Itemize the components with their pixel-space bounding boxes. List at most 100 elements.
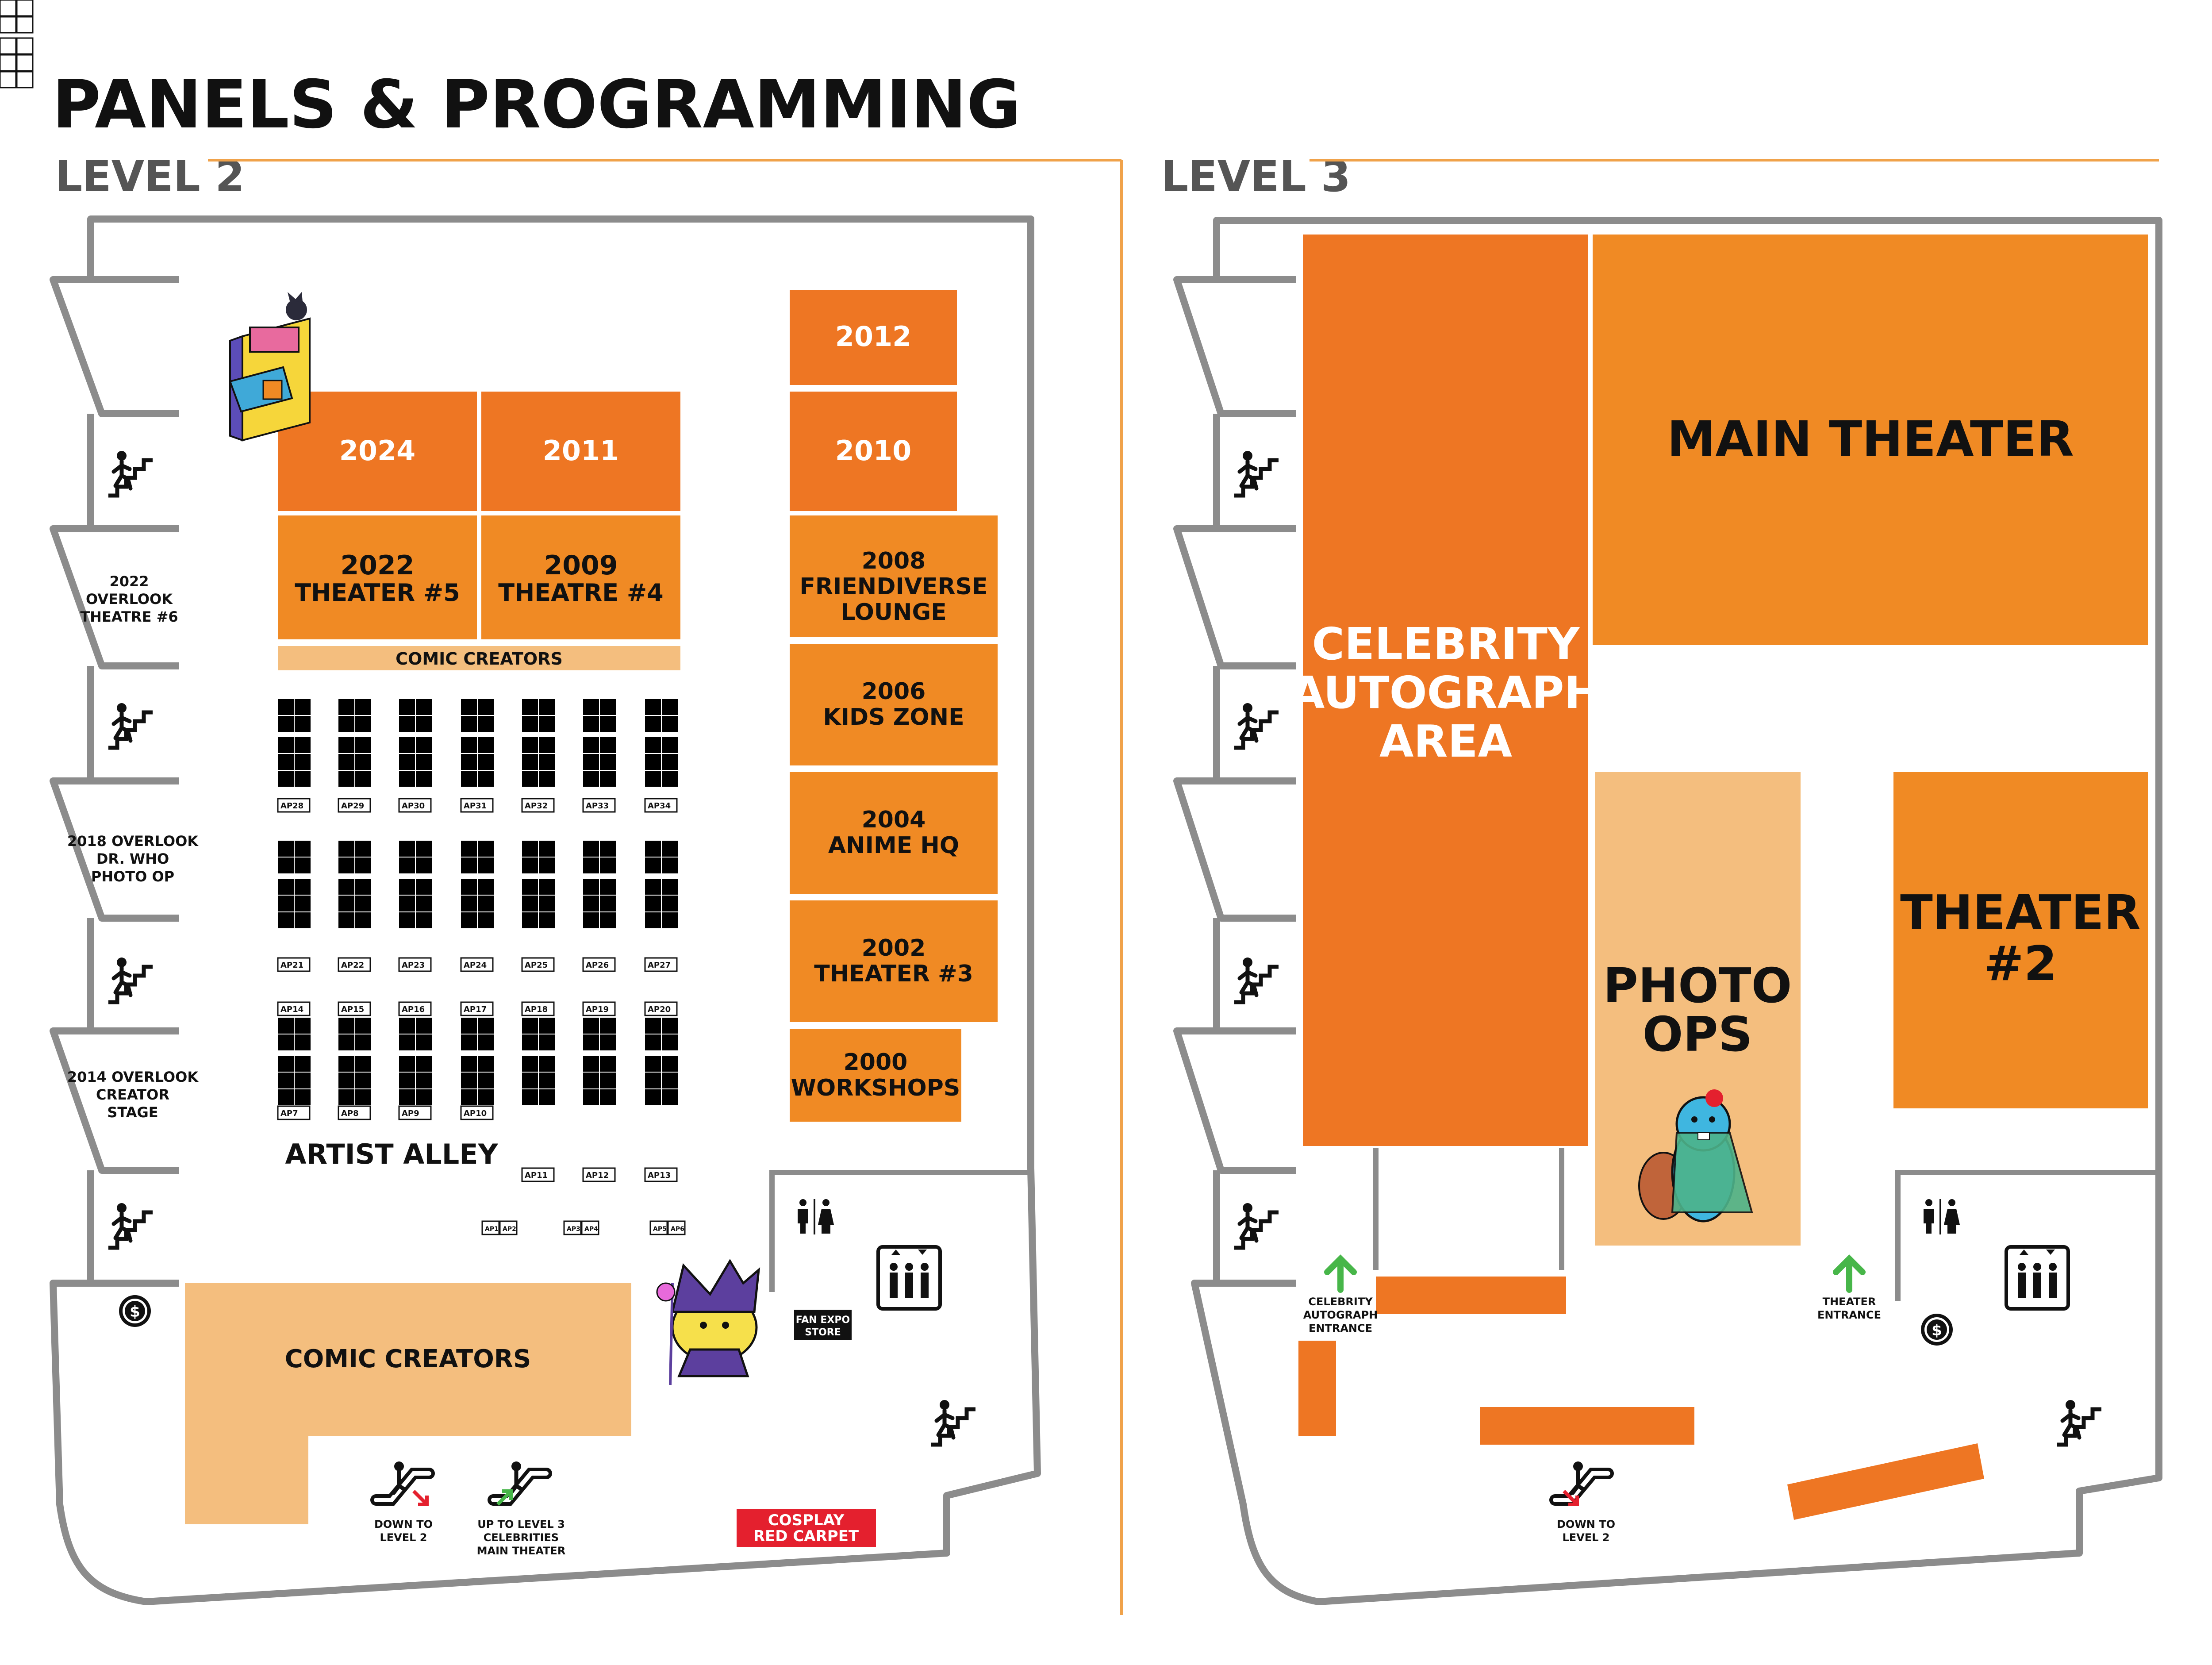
- room-2024[interactable]: 2024: [278, 392, 477, 511]
- artist-booth-ap24[interactable]: AP24: [460, 957, 494, 972]
- escalator-up-l2[interactable]: UP TO LEVEL 3 CELEBRITIES MAIN THEATER: [477, 1461, 566, 1557]
- fan-expo-store[interactable]: FAN EXPO STORE: [794, 1310, 852, 1340]
- queue-barrier: [1376, 1277, 1566, 1314]
- room-2009-theatre-4[interactable]: 2009 THEATRE #4: [481, 515, 680, 639]
- svg-text:ANIME HQ: ANIME HQ: [828, 832, 959, 859]
- queue-barrier: [1787, 1443, 1984, 1520]
- svg-text:LEVEL 2: LEVEL 2: [380, 1531, 427, 1544]
- artist-booth-ap6[interactable]: AP6: [667, 1220, 686, 1235]
- svg-text:2022: 2022: [341, 550, 415, 581]
- artist-booth-ap15[interactable]: AP15: [338, 1001, 371, 1016]
- artist-booth-ap18[interactable]: AP18: [521, 1001, 555, 1016]
- escalator-down-icon: [1555, 1461, 1608, 1500]
- atm-icon[interactable]: [119, 1295, 151, 1327]
- booth-label: AP7: [280, 1109, 298, 1118]
- stairs-icon[interactable]: [1234, 957, 1279, 1002]
- main-theater[interactable]: MAIN THEATER: [1593, 235, 2148, 645]
- artist-booth-ap3[interactable]: AP3: [563, 1220, 582, 1235]
- atm-icon[interactable]: [1921, 1314, 1953, 1346]
- artist-booth-ap20[interactable]: AP20: [644, 1001, 678, 1016]
- artist-booth-ap31[interactable]: AP31: [460, 798, 494, 813]
- stairs-icon[interactable]: [931, 1400, 975, 1445]
- booth-block: [644, 840, 679, 929]
- theater-entrance[interactable]: THEATER ENTRANCE: [1817, 1254, 1881, 1321]
- booth-block: [521, 1017, 556, 1106]
- artist-booth-ap30[interactable]: AP30: [398, 798, 432, 813]
- room-2004-anime-hq[interactable]: 2004 ANIME HQ: [790, 772, 998, 894]
- svg-text:CELEBRITY: CELEBRITY: [1312, 618, 1580, 670]
- artist-booth-ap9[interactable]: AP9: [398, 1105, 432, 1120]
- booth-block: [644, 1017, 679, 1106]
- artist-booth-ap8[interactable]: AP8: [338, 1105, 371, 1120]
- artist-booth-ap33[interactable]: AP33: [582, 798, 616, 813]
- artist-booth-ap32[interactable]: AP32: [521, 798, 555, 813]
- comic-creators-banner[interactable]: COMIC CREATORS: [278, 646, 680, 670]
- room-2006-kids-zone[interactable]: 2006 KIDS ZONE: [790, 644, 998, 765]
- booth-label: AP26: [586, 961, 609, 970]
- stairs-icon[interactable]: [2057, 1400, 2101, 1445]
- artist-booth-ap29[interactable]: AP29: [338, 798, 371, 813]
- artist-booth-ap27[interactable]: AP27: [644, 957, 678, 972]
- artist-booth-ap22[interactable]: AP22: [338, 957, 371, 972]
- artist-booth-ap13[interactable]: AP13: [644, 1167, 678, 1182]
- booth-label: AP29: [341, 801, 364, 811]
- artist-booth-ap21[interactable]: AP21: [277, 957, 311, 972]
- svg-text:COSPLAY: COSPLAY: [768, 1511, 845, 1529]
- booth-label: AP20: [648, 1005, 671, 1014]
- artist-booth-ap34[interactable]: AP34: [644, 798, 678, 813]
- room-2000-workshops[interactable]: 2000 WORKSHOPS: [790, 1029, 961, 1122]
- svg-text:#2: #2: [1984, 936, 2057, 992]
- room-2010[interactable]: 2010: [790, 392, 957, 511]
- svg-text:2002: 2002: [862, 935, 926, 961]
- artist-booth-ap23[interactable]: AP23: [398, 957, 432, 972]
- artist-booth-ap11[interactable]: AP11: [521, 1167, 555, 1182]
- overlook-2018[interactable]: 2018 OVERLOOK DR. WHO PHOTO OP: [67, 833, 199, 885]
- artist-booth-ap1[interactable]: AP1: [481, 1220, 500, 1235]
- overlook-2022[interactable]: 2022 OVERLOOK THEATRE #6: [80, 573, 178, 625]
- artist-booth-ap10[interactable]: AP10: [460, 1105, 494, 1120]
- stairs-icon[interactable]: [1234, 703, 1279, 748]
- room-2022-theater-5[interactable]: 2022 THEATER #5: [278, 515, 477, 639]
- stairs-icon[interactable]: [108, 957, 153, 1002]
- svg-text:MAIN THEATER: MAIN THEATER: [477, 1545, 566, 1557]
- stairs-icon[interactable]: [108, 703, 153, 748]
- booth-label: AP12: [586, 1171, 609, 1180]
- room-2002-theater-3[interactable]: 2002 THEATER #3: [790, 900, 998, 1022]
- svg-text:ENTRANCE: ENTRANCE: [1817, 1309, 1881, 1321]
- escalator-down-l3[interactable]: DOWN TO LEVEL 2: [1555, 1461, 1615, 1544]
- stairs-icon[interactable]: [108, 1203, 153, 1248]
- elevator-icon[interactable]: [2006, 1247, 2068, 1309]
- artist-booth-ap28[interactable]: AP28: [277, 798, 311, 813]
- svg-text:THEATRE #6: THEATRE #6: [80, 608, 178, 625]
- artist-booth-ap14[interactable]: AP14: [277, 1001, 311, 1016]
- artist-booth-ap26[interactable]: AP26: [582, 957, 616, 972]
- cosplay-red-carpet[interactable]: COSPLAY RED CARPET: [737, 1509, 876, 1547]
- stairs-icon[interactable]: [1234, 1203, 1279, 1248]
- artist-booth-ap19[interactable]: AP19: [582, 1001, 616, 1016]
- booth-label: AP18: [525, 1005, 548, 1014]
- artist-booth-ap25[interactable]: AP25: [521, 957, 555, 972]
- artist-booth-ap16[interactable]: AP16: [398, 1001, 432, 1016]
- comic-creators-area[interactable]: COMIC CREATORS: [185, 1283, 631, 1524]
- artist-booth-ap7[interactable]: AP7: [277, 1105, 311, 1120]
- booth-label: AP19: [586, 1005, 609, 1014]
- stairs-icon[interactable]: [1234, 451, 1279, 496]
- artist-alley-booths: [0, 0, 34, 88]
- booth-block: [277, 1017, 311, 1106]
- room-2012[interactable]: 2012: [790, 290, 957, 385]
- artist-booth-ap17[interactable]: AP17: [460, 1001, 494, 1016]
- artist-booth-ap5[interactable]: AP5: [649, 1220, 668, 1235]
- overlook-2014[interactable]: 2014 OVERLOOK CREATOR STAGE: [67, 1069, 199, 1121]
- theater-2[interactable]: THEATER #2: [1893, 772, 2148, 1108]
- room-2008-friendiverse-lounge[interactable]: 2008 FRIENDIVERSE LOUNGE: [790, 515, 998, 637]
- artist-booth-ap2[interactable]: AP2: [499, 1220, 518, 1235]
- artist-booth-ap12[interactable]: AP12: [582, 1167, 616, 1182]
- stairs-icon[interactable]: [108, 451, 153, 496]
- artist-booth-ap4[interactable]: AP4: [581, 1220, 599, 1235]
- celebrity-autograph-area[interactable]: CELEBRITY AUTOGRAPH AREA: [1290, 235, 1601, 1146]
- celebrity-autograph-entrance[interactable]: CELEBRITY AUTOGRAPH ENTRANCE: [1303, 1254, 1378, 1334]
- room-2011[interactable]: 2011: [481, 392, 680, 511]
- elevator-icon[interactable]: [878, 1247, 940, 1309]
- svg-text:AUTOGRAPH: AUTOGRAPH: [1303, 1309, 1378, 1321]
- escalator-down-l2[interactable]: DOWN TO LEVEL 2: [374, 1461, 433, 1544]
